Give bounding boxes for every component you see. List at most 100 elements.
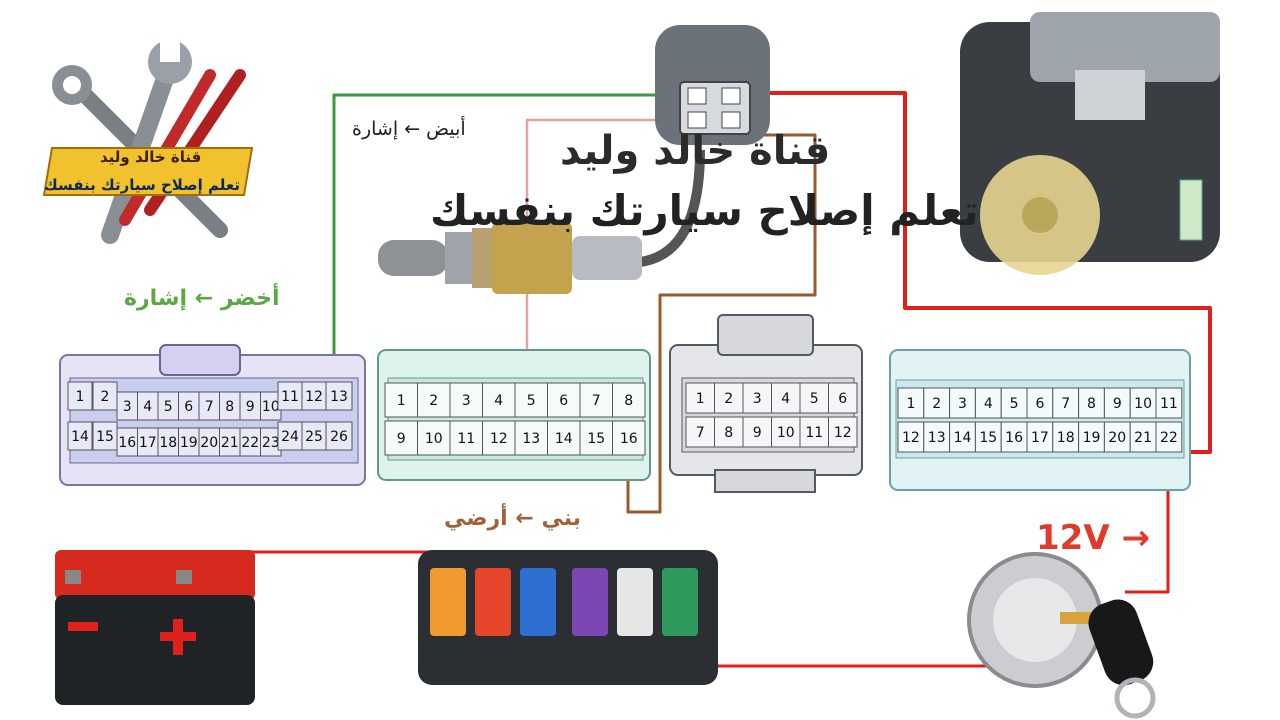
pin-label: 13 [522, 431, 540, 447]
pin-cell [612, 420, 646, 456]
pin-cell [1078, 387, 1105, 419]
pin-label: 19 [1083, 430, 1101, 446]
pin-label: 9 [753, 425, 762, 441]
pin-label: 1 [906, 396, 915, 412]
red-wire-heater [748, 91, 1212, 454]
pin-label: 1 [397, 393, 406, 409]
pin-label: 10 [262, 399, 280, 415]
pin-label: 21 [1134, 430, 1152, 446]
pin-label: 14 [71, 429, 89, 445]
pin-label: 1 [76, 389, 85, 405]
pin-label: 14 [555, 431, 573, 447]
pin-label: 3 [753, 391, 762, 407]
brown-wire [626, 133, 817, 514]
pin-cell [579, 420, 613, 456]
pin-label: 15 [979, 430, 997, 446]
pin-cell [742, 416, 772, 448]
pin-cell [384, 382, 418, 418]
pin-cell [482, 420, 516, 456]
pin-cell [1155, 421, 1183, 453]
pin-label: 13 [928, 430, 946, 446]
pin-cell [547, 382, 581, 418]
pin-label: 21 [221, 435, 239, 451]
pin-cell [923, 387, 951, 419]
pin-label: 13 [330, 389, 348, 405]
pin-cell [1026, 387, 1054, 419]
pin-label: 7 [592, 393, 601, 409]
pin-cell [799, 382, 829, 414]
ignition-switch-icon [967, 552, 1103, 688]
pin-label: 10 [777, 425, 795, 441]
pin-label: 11 [805, 425, 823, 441]
pin-cell [974, 387, 1002, 419]
pin-label: 7 [696, 425, 705, 441]
voltage-label: 12V → [1036, 518, 1150, 558]
pin-cell [1052, 387, 1080, 419]
engine-icon [960, 12, 1220, 275]
pin-label: 8 [724, 425, 733, 441]
pin-cell [67, 381, 93, 411]
pin-cell [923, 421, 951, 453]
red-wire-12v [1125, 452, 1170, 594]
channel-tagline: تعلم إصلاح سيارتك بنفسك [430, 186, 979, 235]
pin-label: 12 [305, 389, 323, 405]
pin-label: 6 [184, 399, 193, 415]
pin-label: 4 [781, 391, 790, 407]
pin-cell [897, 387, 925, 419]
pin-label: 17 [1031, 430, 1049, 446]
pin-label: 4 [984, 396, 993, 412]
logo-tagline: تعلم إصلاح سيارتك بنفسك [44, 176, 241, 194]
pin-cell [685, 416, 715, 448]
pin-label: 16 [1005, 430, 1023, 446]
pin-cell [714, 382, 744, 414]
pin-label: 3 [123, 399, 132, 415]
pin-label: 6 [559, 393, 568, 409]
pin-cell [1129, 421, 1157, 453]
pin-cell [771, 382, 801, 414]
pin-label: 19 [180, 435, 198, 451]
pin-cell [277, 381, 303, 411]
pin-label: 12 [834, 425, 852, 441]
pin-label: 22 [1160, 430, 1178, 446]
green-wire [332, 93, 685, 375]
pin-label: 11 [1160, 396, 1178, 412]
pin-label: 9 [1113, 396, 1122, 412]
pin-cell [714, 416, 744, 448]
pin-cell [514, 382, 548, 418]
pin-label: 3 [462, 393, 471, 409]
pin-cell [974, 421, 1002, 453]
pin-label: 26 [330, 429, 348, 445]
pin-cell [828, 416, 858, 448]
pin-label: 5 [1010, 396, 1019, 412]
pin-cell [92, 381, 118, 411]
pin-cell [325, 381, 353, 411]
pin-label: 15 [587, 431, 605, 447]
pin-label: 14 [954, 430, 972, 446]
fuse-box-icon [418, 550, 718, 685]
brown-wire-label: بني ← أرضي [444, 506, 581, 531]
pin-label: 7 [1061, 396, 1070, 412]
pin-label: 2 [101, 389, 110, 405]
pin-label: 16 [118, 435, 136, 451]
pin-cell [579, 382, 613, 418]
pin-cell [67, 421, 93, 451]
key-icon [1060, 599, 1156, 719]
pin-label: 2 [724, 391, 733, 407]
pin-label: 6 [838, 391, 847, 407]
pin-label: 10 [425, 431, 443, 447]
pin-cell [1103, 421, 1131, 453]
pin-cell [949, 421, 976, 453]
green-wire-label: أخضر ← إشارة [124, 286, 280, 311]
logo-channel-name: قناة خالد وليد [100, 148, 202, 166]
pin-label: 20 [1108, 430, 1126, 446]
pin-label: 5 [527, 393, 536, 409]
pin-cell [1155, 387, 1183, 419]
pin-cell [325, 421, 353, 451]
pin-label: 3 [958, 396, 967, 412]
pin-label: 1 [696, 391, 705, 407]
pin-label: 16 [620, 431, 638, 447]
